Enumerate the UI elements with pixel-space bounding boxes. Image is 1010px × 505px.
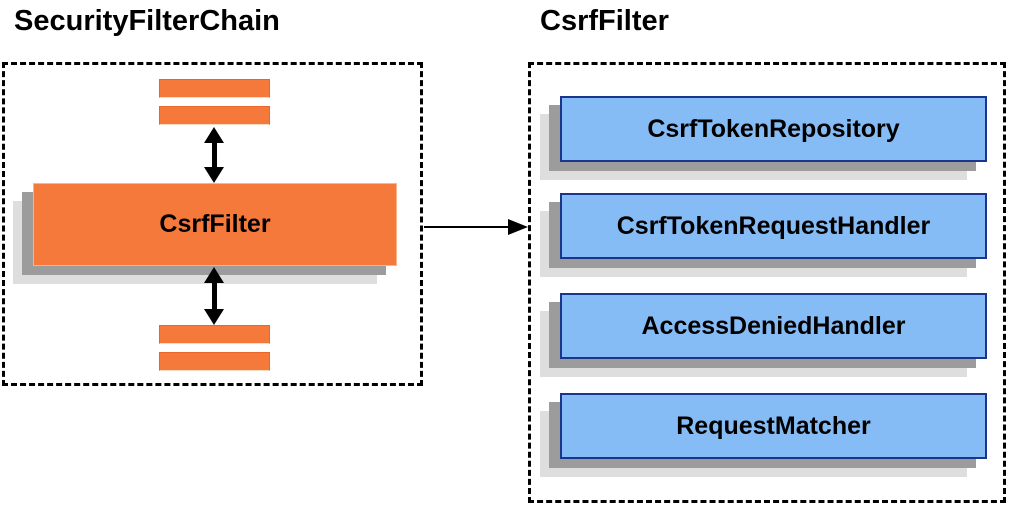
security-filter-chain-container	[2, 62, 423, 386]
csrf-filter-box-group: CsrfFilter	[13, 183, 397, 284]
double-arrow-icon	[204, 127, 225, 183]
component-box-group: CsrfTokenRepository	[540, 96, 987, 180]
component-box-group: CsrfTokenRequestHandler	[540, 193, 987, 277]
arrow-shaft	[424, 226, 509, 228]
csrf-token-request-handler-box: CsrfTokenRequestHandler	[560, 193, 987, 259]
right-arrow-icon	[424, 219, 528, 236]
filter-bar	[159, 106, 270, 125]
filter-bar	[159, 352, 270, 371]
arrow-shaft	[212, 279, 217, 313]
arrow-up-head-icon	[204, 267, 224, 283]
csrf-filter-title: CsrfFilter	[540, 5, 669, 37]
filter-bar	[159, 79, 270, 98]
double-arrow-icon	[204, 267, 225, 325]
component-box-group: AccessDeniedHandler	[540, 293, 987, 377]
arrow-down-head-icon	[204, 309, 224, 325]
arrow-down-head-icon	[204, 167, 224, 183]
component-box-group: RequestMatcher	[540, 393, 987, 477]
arrow-right-head-icon	[508, 219, 528, 235]
filter-bar	[159, 325, 270, 344]
security-filter-chain-title: SecurityFilterChain	[14, 5, 280, 37]
arrow-shaft	[212, 139, 217, 171]
arrow-up-head-icon	[204, 127, 224, 143]
request-matcher-box: RequestMatcher	[560, 393, 987, 459]
csrf-filter-box: CsrfFilter	[33, 183, 397, 266]
csrf-token-repository-box: CsrfTokenRepository	[560, 96, 987, 162]
csrf-filter-container	[528, 62, 1006, 503]
access-denied-handler-box: AccessDeniedHandler	[560, 293, 987, 359]
